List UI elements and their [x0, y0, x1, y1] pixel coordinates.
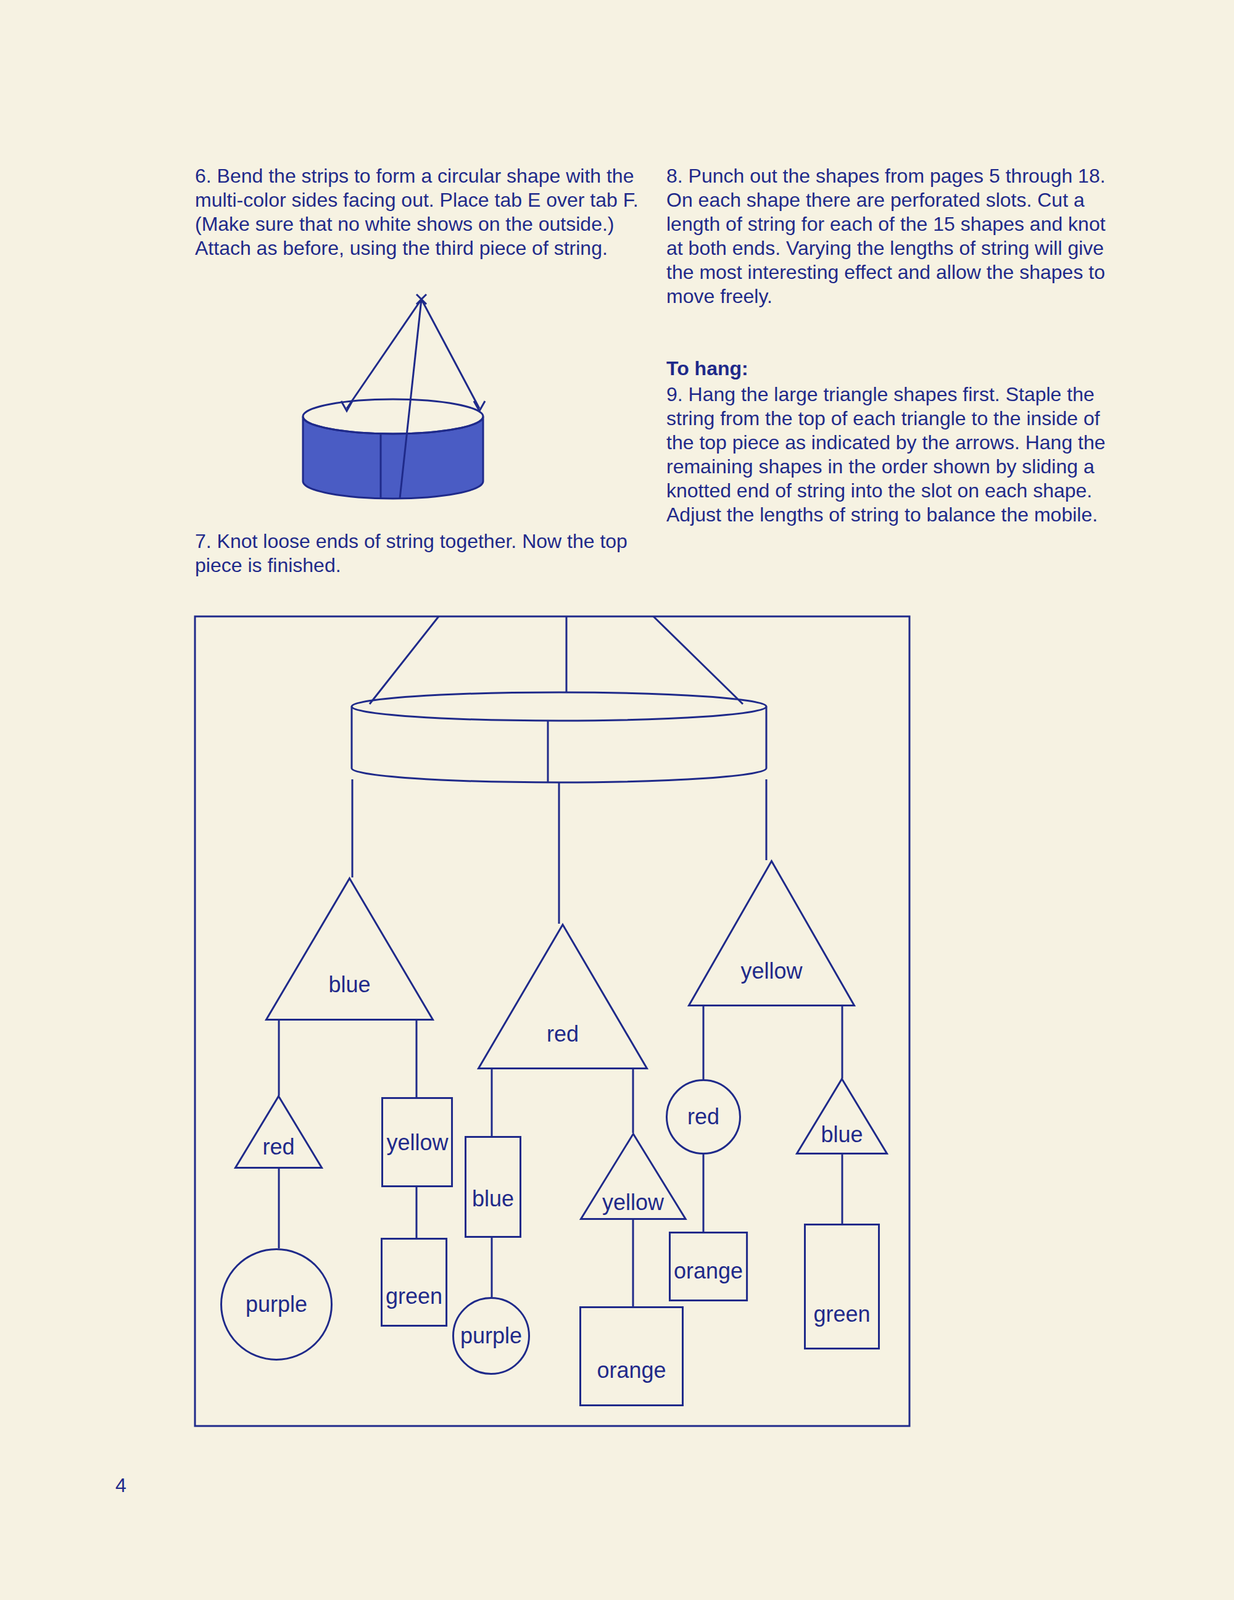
hanging-string	[558, 782, 561, 924]
triangle-shape: yellow	[579, 1132, 687, 1220]
rectangle-shape: green	[380, 1237, 448, 1327]
rectangle-outline	[382, 1098, 453, 1187]
instruction-text: 7. Knot loose ends of string together. N…	[194, 529, 652, 578]
shape-outline	[803, 1223, 880, 1350]
tab-arrow	[341, 401, 485, 411]
hanging-string	[565, 616, 568, 693]
triangle-shape: red	[234, 1095, 323, 1169]
hanging-string	[399, 299, 422, 499]
figure-frame	[194, 616, 910, 1426]
shape-label: orange	[596, 1359, 666, 1382]
triangle-shape: red	[477, 923, 648, 1070]
ring-top-edge	[302, 399, 484, 434]
hanging-string	[351, 779, 354, 878]
hanging-string	[278, 1168, 281, 1249]
section-heading: To hang:	[666, 356, 1123, 381]
rectangle-shape: orange	[668, 1231, 748, 1302]
instruction-text: 8. Punch out the shapes from pages 5 thr…	[666, 164, 1123, 309]
hanging-string	[632, 1069, 635, 1133]
hanging-string	[765, 779, 768, 861]
hanging-string	[491, 1069, 493, 1136]
hanging-string	[415, 1187, 418, 1238]
triangle-outline	[478, 924, 648, 1069]
triangle-outline	[266, 878, 434, 1020]
shape-label: blue	[472, 1187, 514, 1210]
rectangle-outline	[669, 1232, 747, 1301]
rectangle-outline	[381, 1238, 447, 1326]
shape-label: red	[546, 1022, 579, 1046]
circle-shape: purple	[220, 1248, 333, 1361]
hanging-string	[369, 616, 439, 704]
circle-shape: red	[665, 1079, 742, 1155]
shape-label: blue	[820, 1123, 863, 1146]
shape-label: yellow	[740, 960, 803, 983]
hanging-string	[702, 1006, 705, 1080]
hanging-string	[421, 299, 480, 409]
shape-outline	[687, 860, 856, 1007]
rectangle-shape: orange	[579, 1306, 684, 1407]
shape-outline	[464, 1135, 522, 1238]
hanging-string	[653, 616, 743, 704]
shape-outline	[579, 1306, 684, 1407]
shape-label: purple	[460, 1324, 522, 1347]
triangle-outline	[797, 1079, 888, 1154]
rectangle-shape: yellow	[381, 1097, 453, 1188]
circle-outline	[221, 1249, 332, 1360]
triangle-outline	[580, 1134, 686, 1220]
page-number: 4	[115, 1473, 153, 1498]
triangle-outline	[235, 1096, 323, 1168]
hanging-string	[491, 1237, 493, 1297]
rectangle-outline	[465, 1137, 521, 1238]
circle-outline	[666, 1080, 741, 1154]
triangle-shape: yellow	[687, 860, 856, 1007]
shape-label: yellow	[602, 1191, 664, 1214]
shape-label: green	[813, 1303, 870, 1326]
ring-seam	[547, 720, 550, 783]
shape-label: green	[385, 1285, 443, 1308]
hanging-string	[415, 1020, 418, 1098]
shape-outline	[265, 877, 434, 1021]
shape-label: orange	[673, 1259, 743, 1283]
hanging-string	[346, 299, 422, 409]
hanging-string	[702, 1154, 705, 1232]
mobile-ring-band	[351, 706, 767, 783]
hanging-string	[278, 1020, 281, 1096]
shape-label: yellow	[386, 1131, 448, 1154]
mobile-ring-top	[351, 692, 767, 721]
triangle-shape: blue	[795, 1077, 888, 1155]
shape-outline	[477, 923, 648, 1070]
hanging-string	[632, 1219, 635, 1307]
hanging-string	[841, 1154, 844, 1224]
instruction-text: 6. Bend the strips to form a circular sh…	[194, 164, 652, 261]
shape-label: red	[687, 1105, 720, 1128]
shape-label: red	[262, 1135, 295, 1159]
rectangle-shape: green	[803, 1223, 880, 1350]
circle-outline	[453, 1298, 530, 1375]
rectangle-outline	[805, 1224, 880, 1349]
instruction-text: 9. Hang the large triangle shapes first.…	[666, 382, 1123, 527]
ring-seam	[380, 433, 382, 499]
mobile-frame	[194, 616, 910, 1426]
shape-label: blue	[328, 973, 371, 996]
knot-mark	[416, 294, 427, 305]
hanging-string	[841, 1006, 844, 1079]
triangle-outline	[689, 861, 855, 1006]
triangle-shape: blue	[265, 877, 434, 1021]
rectangle-shape: blue	[464, 1135, 522, 1238]
shape-outline	[380, 1237, 448, 1327]
ring-illustration	[302, 294, 485, 499]
rectangle-outline	[580, 1307, 684, 1406]
circle-shape: purple	[452, 1296, 531, 1375]
shape-label: purple	[245, 1293, 308, 1316]
